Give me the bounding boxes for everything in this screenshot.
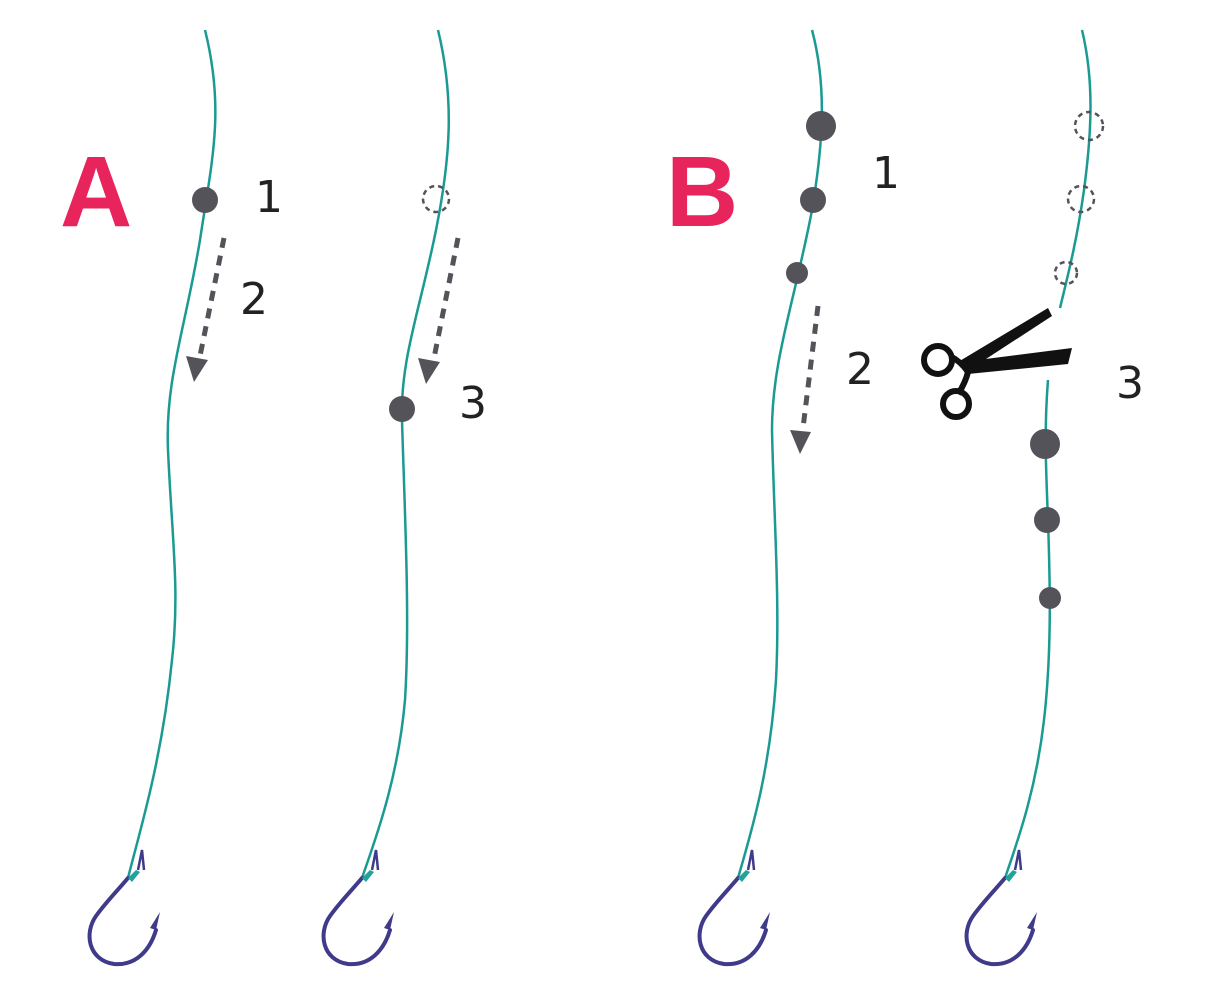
arrow-head xyxy=(418,358,440,384)
bead xyxy=(192,187,218,213)
fishing-line-b2-upper xyxy=(1058,29,1092,309)
bead xyxy=(806,111,836,141)
bead-ghost xyxy=(1066,184,1096,214)
panel-a: A 1 2 3 xyxy=(60,29,487,967)
fishing-line-a2 xyxy=(360,29,450,879)
fishing-line-a1 xyxy=(126,29,217,879)
fish-hook-icon xyxy=(87,848,162,967)
bead xyxy=(1030,429,1060,459)
bead-ghost xyxy=(1053,260,1079,286)
bead xyxy=(1034,507,1060,533)
bead xyxy=(1039,587,1061,609)
bead xyxy=(389,396,415,422)
dashed-arrow-icon xyxy=(197,237,227,357)
dashed-arrow-icon xyxy=(800,305,821,429)
panel-b-letter: B xyxy=(666,136,738,248)
step-label-1: 1 xyxy=(872,148,900,199)
step-label-2: 2 xyxy=(240,274,268,325)
fish-hook-icon xyxy=(697,848,772,967)
panel-a-letter: A xyxy=(60,136,132,248)
bead-ghost xyxy=(1073,110,1105,142)
step-label-3: 3 xyxy=(459,378,487,429)
fish-hook-icon xyxy=(321,848,396,967)
bead xyxy=(786,262,808,284)
fishing-line-b1 xyxy=(736,29,824,879)
step-label-2: 2 xyxy=(846,344,874,395)
bead-ghost xyxy=(421,184,451,214)
step-label-1: 1 xyxy=(255,172,283,223)
panel-b: B 1 2 3 xyxy=(666,29,1144,967)
fish-hook-icon xyxy=(964,848,1039,967)
arrow-head xyxy=(790,430,811,454)
arrow-head xyxy=(186,356,208,382)
scissors-icon xyxy=(921,308,1072,420)
bead xyxy=(800,187,826,213)
step-label-3: 3 xyxy=(1116,358,1144,409)
dashed-arrow-icon xyxy=(431,237,461,359)
